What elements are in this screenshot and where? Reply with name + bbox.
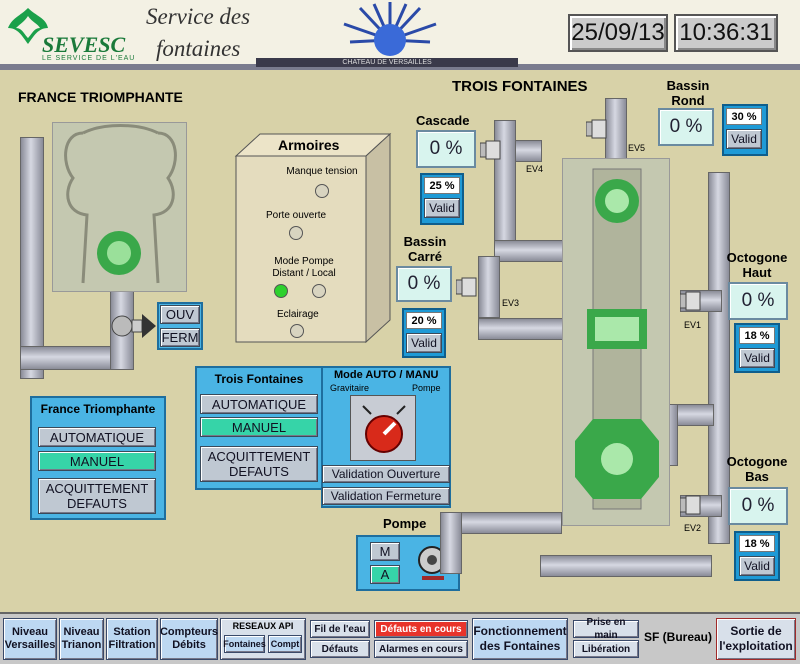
nav-reseaux-api-label: RESEAUX API — [232, 621, 294, 631]
armoires-title: Armoires — [278, 137, 340, 153]
porte-ouverte-indicator — [289, 226, 303, 240]
ferm-button[interactable]: FERM — [160, 328, 200, 347]
ev1-valve-icon — [680, 291, 701, 311]
nav-compt-button[interactable]: Compt — [268, 635, 302, 653]
trois-fountain-image — [562, 158, 670, 526]
octogone-haut-label: Octogone Haut — [726, 250, 788, 280]
bassin-carre-value: 0 % — [396, 266, 452, 302]
cascade-setpoint[interactable]: 25 % — [424, 177, 460, 194]
france-auto-button[interactable]: AUTOMATIQUE — [38, 427, 156, 447]
nav-alarmes-en-cours[interactable]: Alarmes en cours — [374, 640, 468, 658]
nav-compteurs-debits[interactable]: Compteurs Débits — [160, 618, 218, 660]
trois-panel-title: Trois Fontaines — [214, 372, 304, 386]
octogone-bas-setpoint[interactable]: 18 % — [739, 535, 775, 552]
cascade-label: Cascade — [416, 113, 470, 128]
pipe-bottom-v — [440, 512, 462, 574]
ouv-button[interactable]: OUV — [160, 305, 200, 324]
validation-ouverture-button[interactable]: Validation Ouverture — [322, 465, 450, 483]
eclairage-indicator — [290, 324, 304, 338]
mode-distant-indicator — [274, 284, 288, 298]
pompe-m-button[interactable]: M — [370, 542, 400, 561]
app-title-line1: Service des — [146, 4, 251, 29]
octogone-haut-valid-button[interactable]: Valid — [739, 348, 775, 368]
nav-sf-bureau: SF (Bureau) — [644, 630, 713, 644]
mode-pompe-label: Pompe — [412, 383, 441, 393]
armoire-label-mode-pompe: Mode Pompe Distant / Local — [272, 256, 336, 279]
nav-sortie-exploitation[interactable]: Sortie de l'exploitation — [716, 618, 796, 660]
ev2-valve-icon — [680, 495, 701, 515]
mode-local-indicator — [312, 284, 326, 298]
octogone-haut-value: 0 % — [728, 282, 788, 320]
nav-liberation[interactable]: Libération — [573, 640, 639, 658]
mode-selector-switch[interactable] — [350, 395, 416, 461]
date-display: 25/09/13 — [568, 14, 668, 52]
sun-emblem-icon — [343, 2, 437, 56]
france-valve-icon — [111, 314, 156, 338]
octogone-bas-label: Octogone Bas — [726, 454, 788, 484]
nav-niveau-trianon[interactable]: Niveau Trianon — [59, 618, 104, 660]
france-manuel-button[interactable]: MANUEL — [38, 451, 156, 471]
france-ack-button[interactable]: ACQUITTEMENT DEFAUTS — [38, 478, 156, 514]
armoire-label-eclairage: Eclairage — [277, 309, 319, 320]
trois-ack-button[interactable]: ACQUITTEMENT DEFAUTS — [200, 446, 318, 482]
armoire-label-porte-ouverte: Porte ouverte — [266, 210, 327, 221]
sevesc-logo-icon — [8, 8, 48, 44]
nav-prise-en-main[interactable]: Prise en main — [573, 617, 639, 641]
brand-subtitle: LE SERVICE DE L'EAU — [42, 55, 136, 62]
ev5-label: EV5 — [628, 143, 646, 153]
france-title: FRANCE TRIOMPHANTE — [18, 89, 183, 105]
trois-manuel-button[interactable]: MANUEL — [200, 417, 318, 437]
pompe-title: Pompe — [383, 516, 427, 531]
france-panel-title: France Triomphante — [40, 402, 156, 416]
mode-gravitaire-label: Gravitaire — [330, 383, 370, 393]
ev2-label: EV2 — [684, 523, 702, 533]
ev3-label: EV3 — [502, 298, 520, 308]
bassin-carre-setpoint[interactable]: 20 % — [406, 312, 442, 329]
ev3-valve-icon — [456, 277, 477, 297]
pipe-base-h — [540, 555, 712, 577]
cascade-value: 0 % — [416, 130, 476, 168]
manque-tension-indicator — [315, 184, 329, 198]
ev4-valve-icon — [480, 140, 501, 160]
bassin-rond-value: 0 % — [658, 108, 714, 146]
armoire-label-manque-tension: Manque tension — [286, 166, 358, 177]
bassin-carre-label: Bassin Carré — [403, 234, 447, 264]
brand-name: SEVESC — [42, 32, 126, 57]
bassin-carre-valid-button[interactable]: Valid — [406, 333, 442, 353]
octogone-bas-value: 0 % — [728, 487, 788, 525]
france-fountain-image — [52, 122, 187, 292]
chateau-banner: CHATEAU DE VERSAILLES — [256, 58, 518, 67]
app-title-line2: fontaines — [156, 36, 241, 61]
octogone-bas-valid-button[interactable]: Valid — [739, 556, 775, 576]
octogone-haut-setpoint[interactable]: 18 % — [739, 327, 775, 344]
nav-defauts-en-cours[interactable]: Défauts en cours — [374, 620, 468, 638]
pipe-carre-v — [478, 256, 500, 318]
ev5-valve-icon — [586, 119, 607, 139]
nav-niveau-versailles[interactable]: Niveau Versailles — [3, 618, 57, 660]
cascade-valid-button[interactable]: Valid — [424, 198, 460, 218]
validation-fermeture-button[interactable]: Validation Fermeture — [322, 487, 450, 505]
pipe-octogone-v — [708, 172, 730, 544]
ev1-label: EV1 — [684, 320, 702, 330]
pompe-a-button[interactable]: A — [370, 565, 400, 584]
header-strip — [0, 64, 800, 70]
trois-title: TROIS FONTAINES — [452, 78, 588, 95]
ev4-label: EV4 — [526, 164, 544, 174]
bassin-rond-valid-button[interactable]: Valid — [726, 129, 762, 149]
france-pipe-vertical — [20, 137, 44, 379]
armoires-cabinet — [234, 132, 392, 344]
time-display: 10:36:31 — [674, 14, 778, 52]
nav-fil-de-leau[interactable]: Fil de l'eau — [310, 620, 370, 638]
nav-fonctionnement-fontaines[interactable]: Fonctionnement des Fontaines — [472, 618, 568, 660]
bassin-rond-setpoint[interactable]: 30 % — [726, 108, 762, 125]
mode-title: Mode AUTO / MANU — [334, 369, 439, 381]
nav-defauts[interactable]: Défauts — [310, 640, 370, 658]
trois-auto-button[interactable]: AUTOMATIQUE — [200, 394, 318, 414]
nav-fontaines-button[interactable]: Fontaines — [223, 635, 266, 653]
nav-station-filtration[interactable]: Station Filtration — [106, 618, 158, 660]
bassin-rond-label: Bassin Rond — [666, 78, 710, 108]
